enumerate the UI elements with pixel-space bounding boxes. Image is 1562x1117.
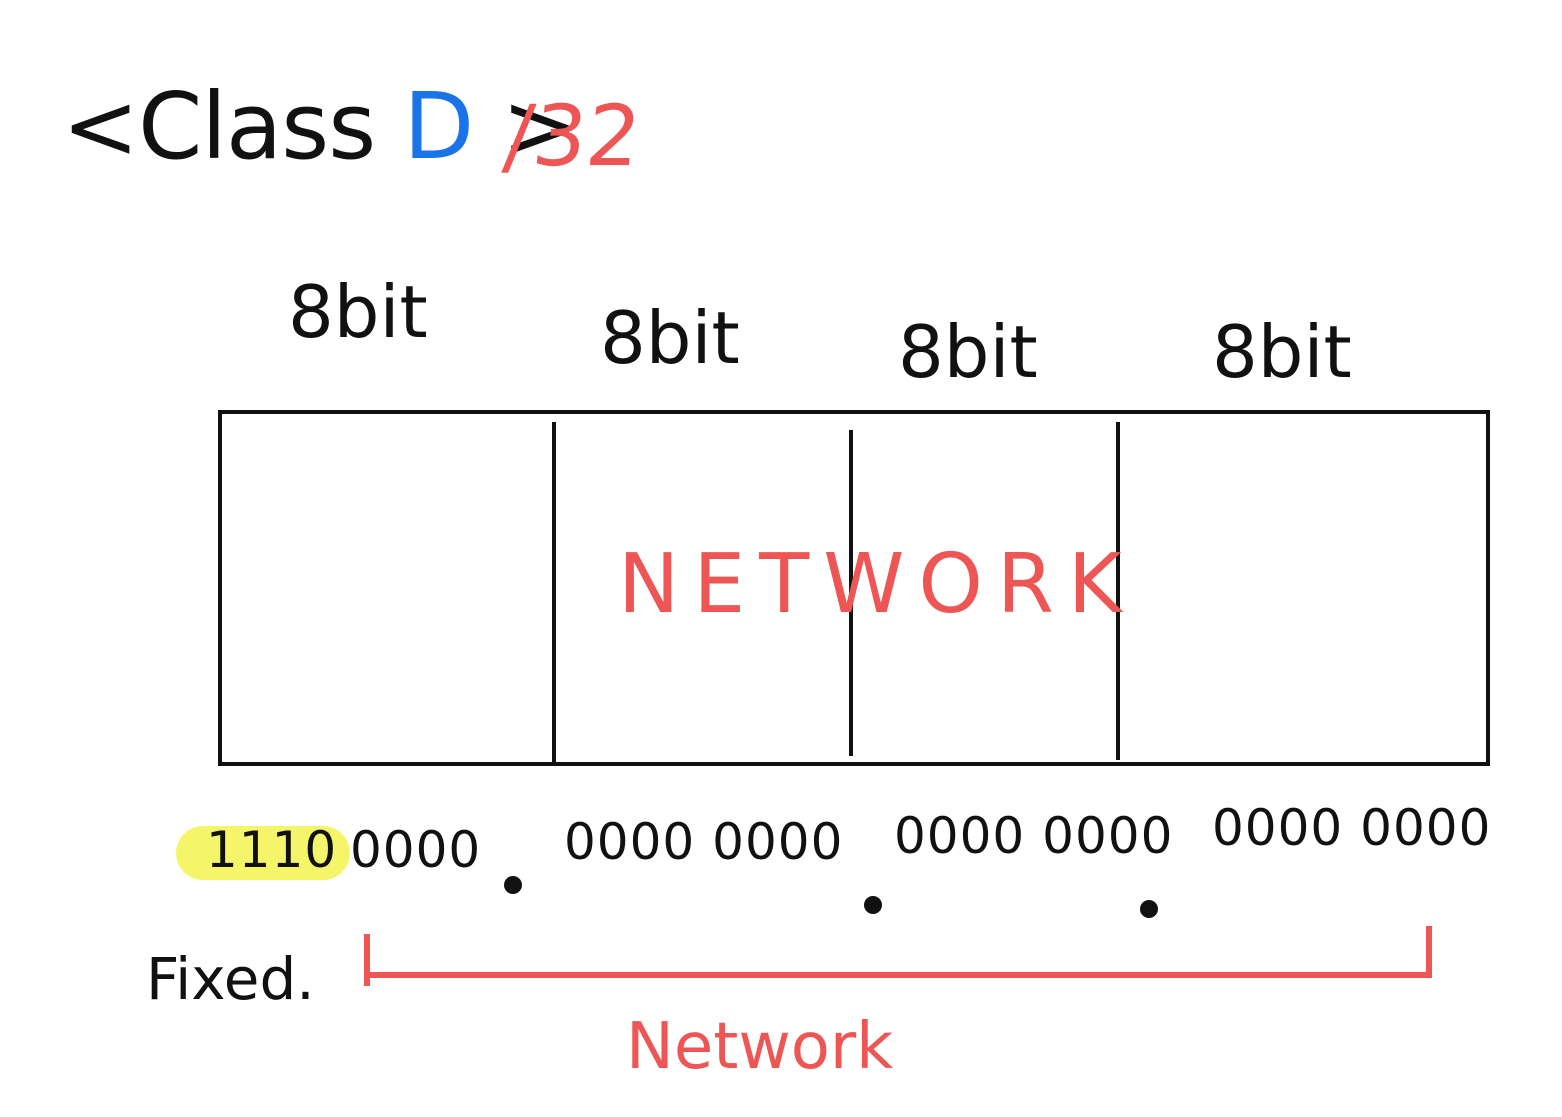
octet-3-bit-label: 8bit: [898, 310, 1038, 394]
octet-divider-1: [552, 422, 556, 762]
network-bracket-label: Network: [626, 1010, 894, 1084]
octet-1-rest-bits: 0000: [350, 821, 482, 879]
fixed-bits: 1110: [206, 821, 338, 879]
title-open: <Class: [62, 73, 404, 180]
address-box: [218, 410, 1490, 766]
octet-separator-dot-2: [864, 896, 882, 914]
octet-4-bit-label: 8bit: [1212, 310, 1352, 394]
network-bracket: [366, 972, 1430, 978]
octet-1-bit-label: 8bit: [288, 270, 428, 354]
title-close: >: [473, 73, 578, 180]
prefix-length: /32: [499, 87, 646, 185]
octet-divider-2: [849, 430, 853, 756]
octet-separator-dot-1: [504, 876, 522, 894]
octet-3-bits: 0000 0000: [894, 807, 1174, 865]
title-class-letter: D: [403, 73, 474, 180]
octet-separator-dot-3: [1140, 900, 1158, 918]
octet-2-bits: 0000 0000: [564, 813, 844, 871]
octet-4-bits: 0000 0000: [1212, 799, 1492, 857]
fixed-bits-highlight: [176, 826, 350, 880]
network-bracket-right-tick: [1426, 926, 1432, 978]
diagram-title: <Class D >: [62, 72, 579, 182]
network-portion-label: NETWORK: [618, 537, 1136, 632]
network-bracket-left-tick: [364, 934, 370, 986]
fixed-label: Fixed.: [146, 945, 315, 1013]
octet-2-bit-label: 8bit: [600, 296, 740, 380]
octet-divider-3: [1116, 422, 1120, 760]
